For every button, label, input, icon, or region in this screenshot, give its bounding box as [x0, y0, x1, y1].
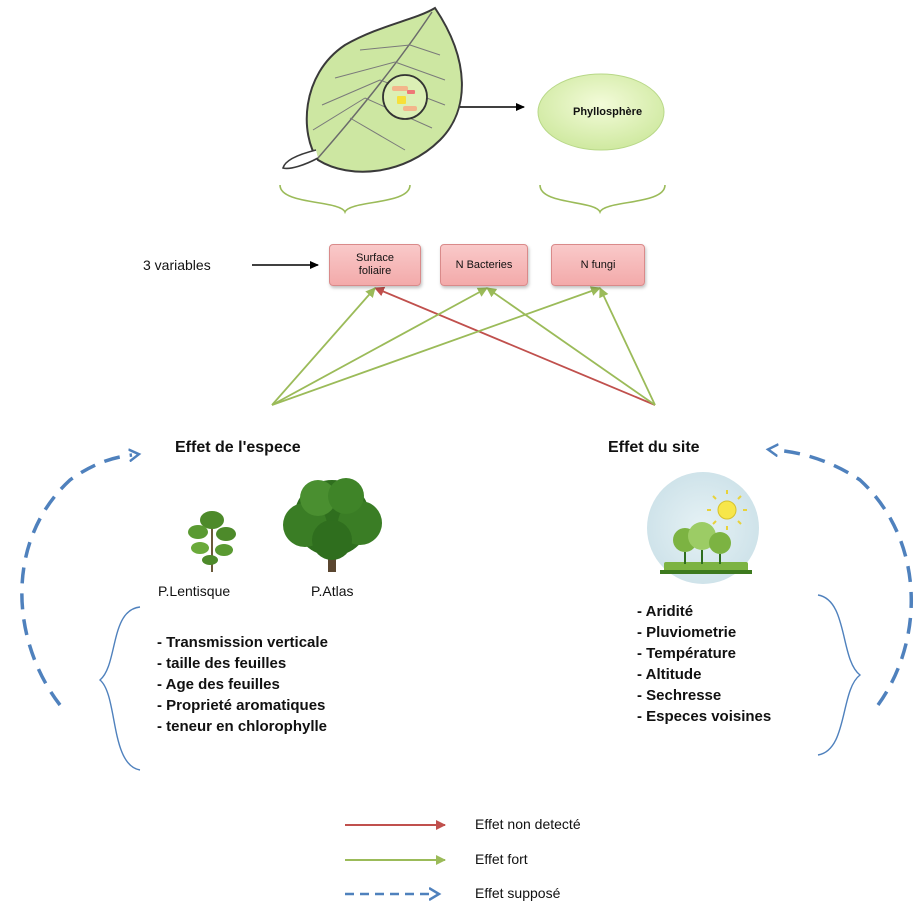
site-factor-item: - Température — [637, 645, 736, 662]
site-factor-item: - Aridité — [637, 603, 694, 620]
variable-box-surface: Surface foliaire — [329, 244, 421, 286]
arrow-species-to-bacteries — [271, 287, 488, 406]
site-factor-item: - Altitude — [637, 666, 702, 683]
phyllosphere-brace — [539, 184, 666, 215]
species-factor-item: - Age des feuilles — [157, 676, 280, 693]
atlas-tree-icon — [283, 478, 382, 572]
variable-box-bacteries: N Bacteries — [440, 244, 528, 286]
site-factor-item: - Pluviometrie — [637, 624, 737, 641]
arrow-species-to-fungi — [271, 286, 601, 406]
site-factor-item: - Especes voisines — [637, 708, 772, 725]
legend-strong-label: Effet fort — [475, 851, 528, 867]
species-factor-item: - Proprieté aromatiques — [157, 697, 326, 714]
site-effect-title: Effet du site — [608, 439, 700, 456]
arrow-species-to-surface — [271, 287, 376, 406]
site-environment-icon — [647, 472, 759, 584]
site-factors-list: - Aridité - Pluviometrie - Température -… — [637, 601, 771, 727]
atlas-label: P.Atlas — [311, 583, 354, 599]
species-factor-item: - Transmission verticale — [157, 634, 328, 651]
arrow-site-to-bacteries — [486, 287, 656, 406]
leaf-brace — [279, 184, 411, 215]
arrow-site-to-fungi — [599, 287, 656, 406]
lentisque-tree-icon — [188, 511, 236, 572]
species-factor-item: - teneur en chlorophylle — [157, 718, 328, 735]
species-effect-title: Effet de l'espece — [175, 439, 301, 456]
phyllosphere-label: Phyllosphère — [573, 106, 643, 118]
site-factors-brace — [817, 594, 862, 756]
site-factor-item: - Sechresse — [637, 687, 722, 704]
arrow-site-to-surface-not-detected — [374, 286, 656, 406]
phyllosphere-ellipse — [537, 73, 665, 151]
variables-label: 3 variables — [143, 257, 211, 273]
variable-label-bacteries: N Bacteries — [455, 258, 513, 271]
supposed-effect-arc-left — [20, 455, 132, 707]
effect-arrows — [271, 286, 656, 406]
variable-box-fungi: N fungi — [551, 244, 645, 286]
species-factors-brace — [98, 606, 141, 771]
leaf-illustration — [282, 6, 463, 173]
legend-not-detected-label: Effet non detecté — [475, 816, 581, 832]
legend-supposed-label: Effet supposé — [475, 885, 561, 901]
lentisque-label: P.Lentisque — [158, 583, 231, 599]
species-factor-item: - taille des feuilles — [157, 655, 287, 672]
species-factors-list: - Transmission verticale - taille des fe… — [157, 632, 328, 737]
variable-label-fungi: N fungi — [580, 258, 616, 271]
variable-label-surface: Surface foliaire — [356, 252, 394, 277]
supposed-effect-arc-right — [775, 450, 914, 707]
